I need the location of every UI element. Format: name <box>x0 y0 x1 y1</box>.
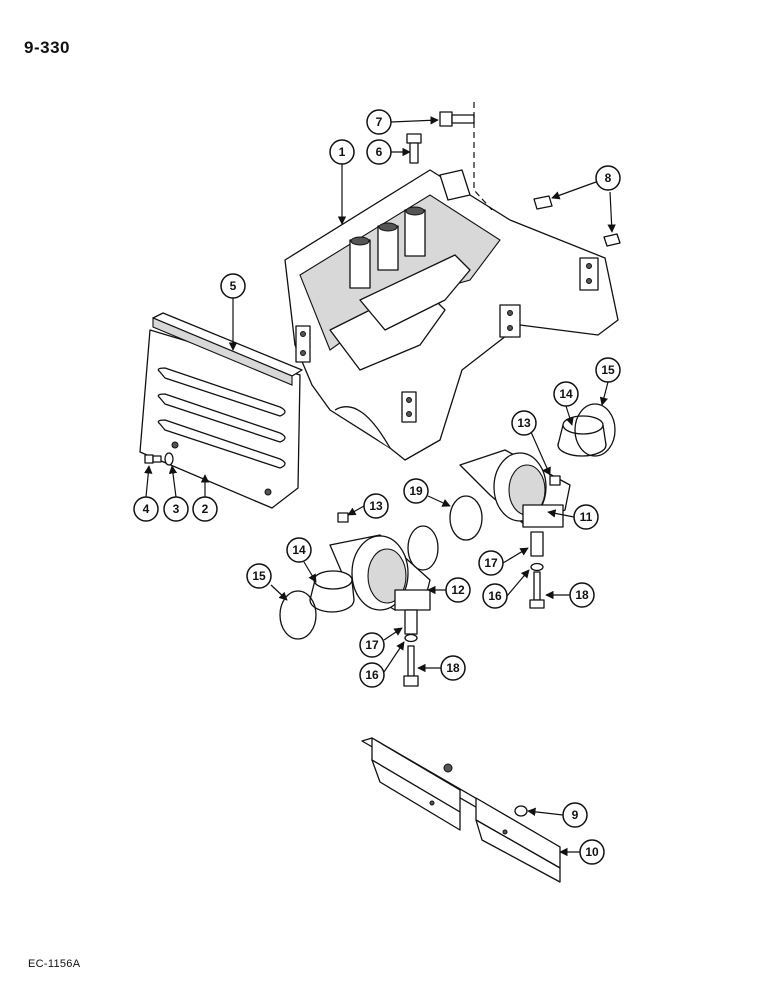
callout-label: 9 <box>572 808 579 822</box>
callout-label: 5 <box>230 279 237 293</box>
leader-4 <box>144 465 153 498</box>
callout-18-right: 18 <box>569 582 595 608</box>
callout-1: 1 <box>329 139 355 165</box>
o-ring-15-right <box>574 403 616 457</box>
bushing-left <box>309 570 355 613</box>
callout-label: 8 <box>605 171 612 185</box>
callout-9: 9 <box>562 802 588 828</box>
assembly-path <box>473 102 493 211</box>
callout-8: 8 <box>595 165 621 191</box>
leader-16-right <box>506 569 530 597</box>
callout-13-left: 13 <box>363 493 389 519</box>
callout-label: 13 <box>517 416 531 430</box>
leader-13-left <box>347 505 365 516</box>
dowel-pin-b <box>603 233 621 247</box>
callout-label: 11 <box>580 510 593 524</box>
bolt-4 <box>144 454 162 464</box>
callout-16-right: 16 <box>482 583 508 609</box>
bearing-housing-right <box>459 449 571 528</box>
callout-label: 18 <box>446 661 460 675</box>
callout-13-right: 13 <box>511 410 537 436</box>
page-number: 9-330 <box>24 38 70 57</box>
front-support-housing <box>284 169 619 461</box>
callout-6: 6 <box>366 139 392 165</box>
spacer-left <box>404 609 418 635</box>
callout-label: 1 <box>339 145 346 159</box>
callout-17-right: 17 <box>478 550 504 576</box>
callout-label: 16 <box>365 668 379 682</box>
dowel-pin-a <box>533 195 553 210</box>
callout-label: 18 <box>575 588 589 602</box>
leader-3 <box>168 465 178 498</box>
leader-19 <box>427 495 451 507</box>
callout-16-left: 16 <box>359 662 385 688</box>
leader-8a <box>551 181 597 200</box>
spacer-right <box>530 531 544 557</box>
callout-3: 3 <box>163 496 189 522</box>
leader-14-right <box>565 405 574 426</box>
leader-15-left <box>270 584 288 601</box>
callout-label: 13 <box>369 499 383 513</box>
callout-label: 15 <box>252 569 266 583</box>
bolt-18-left <box>403 645 419 687</box>
callout-label: 6 <box>376 145 383 159</box>
callout-19: 19 <box>403 478 429 504</box>
leader-8b <box>607 191 616 233</box>
o-ring-19-right <box>449 495 483 541</box>
callout-label: 14 <box>559 387 573 401</box>
callout-5: 5 <box>220 273 246 299</box>
washer-9 <box>514 805 528 817</box>
bolt-6 <box>406 133 422 164</box>
callout-label: 7 <box>376 115 383 129</box>
grease-fitting-left <box>337 512 349 523</box>
leader-17-left <box>383 627 403 641</box>
grease-fitting-right <box>549 475 561 486</box>
callout-11: 11 <box>573 504 599 530</box>
leader-11 <box>547 509 575 518</box>
seal-strip <box>152 312 303 386</box>
callout-label: 10 <box>585 845 599 859</box>
callout-18-left: 18 <box>440 655 466 681</box>
leader-16-left <box>383 641 405 673</box>
callout-label: 17 <box>484 556 498 570</box>
bolt-7 <box>439 111 475 127</box>
callout-label: 15 <box>601 363 615 377</box>
o-ring-19-left <box>407 525 439 571</box>
callout-label: 16 <box>488 589 502 603</box>
leader-14-left <box>303 561 317 583</box>
callout-7: 7 <box>366 109 392 135</box>
figure-code: EC-1156A <box>28 958 81 970</box>
callout-label: 3 <box>173 502 180 516</box>
callout-label: 14 <box>292 543 306 557</box>
washer-16-right <box>530 562 544 572</box>
washer-16-left <box>404 633 418 643</box>
callout-label: 19 <box>409 484 423 498</box>
leader-7 <box>390 116 439 125</box>
callout-15-right: 15 <box>595 357 621 383</box>
callout-2: 2 <box>192 496 218 522</box>
callout-14-left: 14 <box>286 537 312 563</box>
washer-3 <box>164 452 174 466</box>
callout-label: 17 <box>365 638 379 652</box>
o-ring-15-left <box>279 590 317 640</box>
callout-4: 4 <box>133 496 159 522</box>
callout-12: 12 <box>445 577 471 603</box>
callout-label: 12 <box>451 583 465 597</box>
callout-10: 10 <box>579 839 605 865</box>
callout-14-right: 14 <box>553 381 579 407</box>
leader-17-right <box>502 547 529 564</box>
callout-17-left: 17 <box>359 632 385 658</box>
leader-15-right <box>599 381 609 406</box>
leader-13-right <box>530 431 551 476</box>
leader-9 <box>527 807 564 817</box>
callout-label: 2 <box>202 502 209 516</box>
angle-bracket <box>361 737 561 883</box>
side-panel <box>139 329 301 509</box>
callout-label: 4 <box>143 502 150 516</box>
bearing-housing-left <box>329 534 431 611</box>
callout-15-left: 15 <box>246 563 272 589</box>
bolt-18-right <box>529 571 545 609</box>
